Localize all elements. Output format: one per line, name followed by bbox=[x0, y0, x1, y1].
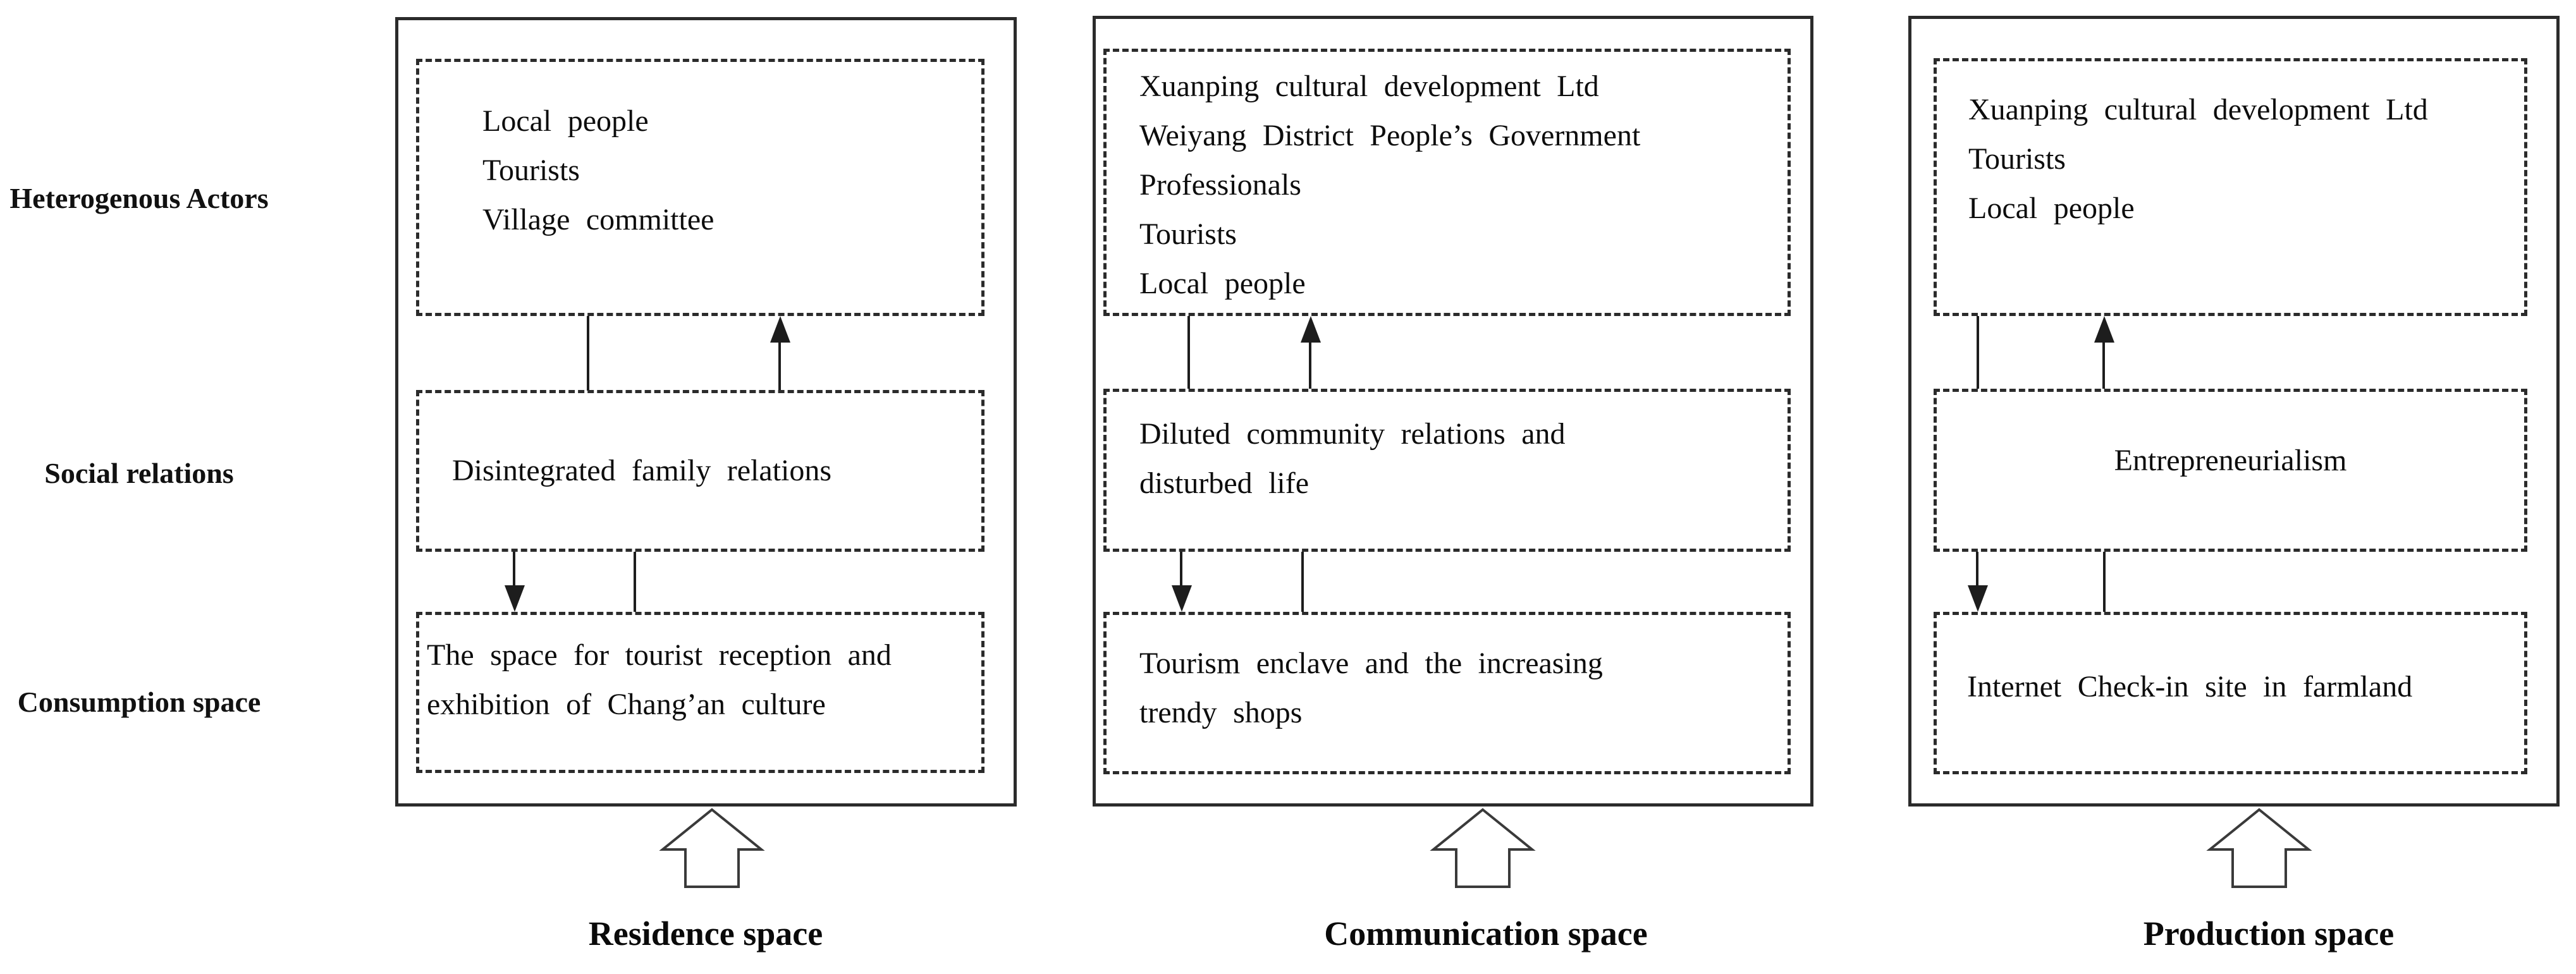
consumption-line: Tourism enclave and the increasing bbox=[1139, 647, 1603, 680]
up-arrow-icon bbox=[1301, 316, 1321, 343]
residence-space-column-frame: Local people Tourists Village committee … bbox=[395, 17, 1017, 807]
down-arrow-icon bbox=[505, 585, 525, 612]
actors-line: Local people bbox=[1139, 267, 1306, 300]
actors-line: Village committee bbox=[482, 203, 715, 236]
space-label-communication: Communication space bbox=[1324, 915, 1648, 953]
up-arrow-line bbox=[778, 339, 781, 391]
up-arrow-line bbox=[2102, 339, 2105, 389]
consumption-space-box: The space for tourist reception and exhi… bbox=[416, 612, 984, 773]
consumption-line: The space for tourist reception and bbox=[427, 638, 892, 672]
block-arrow-up-icon bbox=[2206, 808, 2312, 888]
connector-line bbox=[1301, 552, 1304, 612]
consumption-line: exhibition of Chang’an culture bbox=[427, 688, 826, 721]
connector-line bbox=[587, 316, 589, 391]
up-arrow-icon bbox=[2094, 316, 2114, 343]
row-label-consumption-space: Consumption space bbox=[17, 686, 261, 718]
connector-line bbox=[1977, 316, 1979, 389]
actors-line: Xuanping cultural development Ltd bbox=[1139, 70, 1599, 103]
actors-line: Xuanping cultural development Ltd bbox=[1968, 93, 2428, 126]
actors-line: Tourists bbox=[482, 154, 580, 187]
consumption-space-box: Tourism enclave and the increasing trend… bbox=[1103, 612, 1791, 774]
space-label-production: Production space bbox=[2143, 915, 2395, 953]
down-arrow-icon bbox=[1968, 585, 1988, 612]
communication-space-column-frame: Xuanping cultural development Ltd Weiyan… bbox=[1093, 16, 1813, 807]
actors-box: Xuanping cultural development Ltd Touris… bbox=[1934, 58, 2527, 316]
social-relations-box: Entrepreneurialism bbox=[1934, 389, 2527, 552]
social-relations-line: disturbed life bbox=[1139, 466, 1309, 500]
actors-line: Tourists bbox=[1968, 142, 2066, 176]
social-relations-box: Disintegrated family relations bbox=[416, 390, 984, 552]
up-arrow-icon bbox=[770, 316, 790, 343]
actors-line: Local people bbox=[1968, 192, 2135, 225]
connector-line bbox=[2103, 552, 2106, 612]
row-label-heterogenous-actors: Heterogenous Actors bbox=[9, 182, 269, 214]
space-label-residence: Residence space bbox=[588, 915, 823, 953]
connector-line bbox=[634, 552, 636, 612]
row-label-social-relations: Social relations bbox=[44, 457, 234, 489]
block-arrow-up-icon bbox=[1430, 808, 1536, 888]
down-arrow-line bbox=[1180, 552, 1182, 587]
connector-line bbox=[1187, 316, 1190, 389]
social-relations-line: Entrepreneurialism bbox=[2114, 444, 2347, 477]
production-space-column-frame: Xuanping cultural development Ltd Touris… bbox=[1908, 16, 2560, 807]
down-arrow-icon bbox=[1172, 585, 1192, 612]
consumption-space-box: Internet Check-in site in farmland bbox=[1934, 612, 2527, 774]
actors-line: Local people bbox=[482, 104, 649, 138]
down-arrow-line bbox=[1976, 552, 1978, 587]
social-relations-line: Diluted community relations and bbox=[1139, 417, 1566, 451]
actors-line: Professionals bbox=[1139, 168, 1301, 202]
up-arrow-line bbox=[1309, 339, 1311, 389]
actors-box: Xuanping cultural development Ltd Weiyan… bbox=[1103, 49, 1791, 316]
social-relations-line: Disintegrated family relations bbox=[452, 454, 832, 487]
actors-box: Local people Tourists Village committee bbox=[416, 59, 984, 316]
consumption-line: trendy shops bbox=[1139, 696, 1303, 729]
block-arrow-up-icon bbox=[659, 808, 765, 888]
social-relations-box: Diluted community relations and disturbe… bbox=[1103, 389, 1791, 552]
consumption-line: Internet Check-in site in farmland bbox=[1967, 669, 2413, 703]
down-arrow-line bbox=[513, 552, 515, 588]
actors-line: Weiyang District People’s Government bbox=[1139, 119, 1641, 152]
actors-line: Tourists bbox=[1139, 217, 1237, 251]
